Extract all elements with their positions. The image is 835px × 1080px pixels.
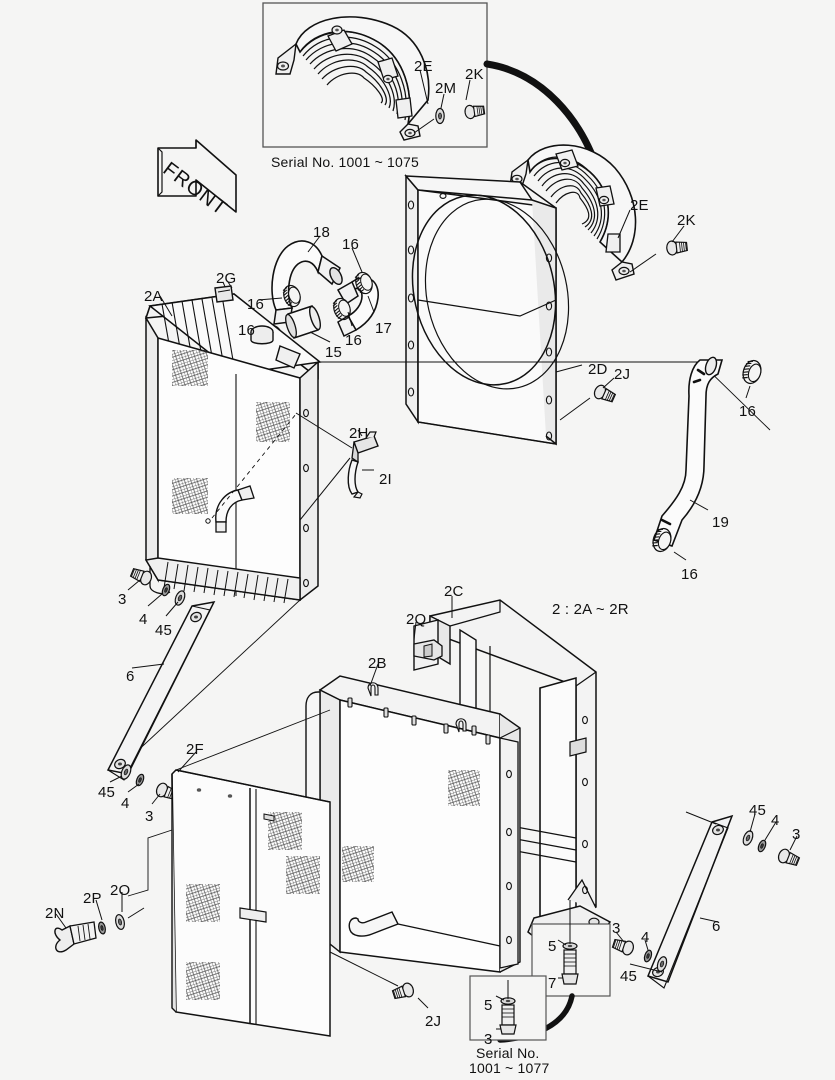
inset-washer-2M xyxy=(435,107,445,125)
callout-2J-bottom: 2J xyxy=(425,1013,442,1030)
callout-16-f: 16 xyxy=(681,566,699,583)
callout-16-a: 16 xyxy=(342,236,360,253)
callout-45-left-top: 45 xyxy=(155,622,173,639)
callout-5-inset-left: 5 xyxy=(484,997,493,1014)
inset-box-top xyxy=(262,2,488,148)
screen-2F xyxy=(127,709,331,1037)
callout-3-inset-left: 3 xyxy=(484,1031,493,1048)
front-arrow xyxy=(157,139,237,213)
callout-2P: 2P xyxy=(83,890,102,907)
inset-box-bottom-left xyxy=(469,975,547,1041)
callout-2C: 2C xyxy=(444,583,464,600)
callout-2Q: 2Q xyxy=(406,611,427,628)
callout-2D: 2D xyxy=(588,361,608,378)
callout-4-base: 4 xyxy=(641,929,650,946)
callout-2I: 2I xyxy=(379,471,392,488)
callout-45-left-bot: 45 xyxy=(98,784,116,801)
callout-3-left-top: 3 xyxy=(118,591,127,608)
serial-caption-bottom-line2: 1001 ~ 1077 xyxy=(469,1060,550,1076)
callout-2G: 2G xyxy=(216,270,237,287)
callout-2O: 2O xyxy=(110,882,131,899)
callout-16-d: 16 xyxy=(345,332,363,349)
callout-2B: 2B xyxy=(368,655,387,672)
callout-2K-right: 2K xyxy=(677,212,696,229)
callout-45-base: 45 xyxy=(620,968,638,985)
callout-5-inset-right: 5 xyxy=(548,938,557,955)
callout-18: 18 xyxy=(313,224,331,241)
callout-45-right-top: 45 xyxy=(749,802,767,819)
serial-caption-top: Serial No. 1001 ~ 1075 xyxy=(271,154,420,170)
callout-16-c: 16 xyxy=(238,322,256,339)
callout-2M-inset: 2M xyxy=(435,80,457,97)
callout-3-right-top: 3 xyxy=(792,826,801,843)
left-stay-6 xyxy=(106,565,216,805)
callout-17: 17 xyxy=(375,320,393,337)
callout-2N: 2N xyxy=(45,905,65,922)
callout-16-e: 16 xyxy=(739,403,757,420)
fan-guard-inset-drawing xyxy=(275,16,430,141)
callout-2H: 2H xyxy=(349,425,369,442)
latch-2Q xyxy=(413,619,443,671)
knob-assembly xyxy=(54,892,145,953)
callout-19: 19 xyxy=(712,514,730,531)
callout-4-left-bot: 4 xyxy=(121,795,130,812)
right-stay-6 xyxy=(610,811,802,989)
callout-2F: 2F xyxy=(186,741,204,758)
radiator-2A xyxy=(131,281,771,757)
callout-3-left-bot: 3 xyxy=(145,808,154,825)
hose-19 xyxy=(649,356,765,561)
callout-7-inset-right: 7 xyxy=(548,975,557,992)
callout-4-right-top: 4 xyxy=(771,812,780,829)
callout-2J-shroud: 2J xyxy=(614,366,631,383)
serial-caption-bottom-line1: Serial No. xyxy=(476,1045,540,1061)
hose-group-upper xyxy=(222,235,379,350)
bracket-2H xyxy=(351,431,379,464)
core-2B xyxy=(305,663,521,1009)
callout-15: 15 xyxy=(325,344,343,361)
callout-4-left-top: 4 xyxy=(139,611,148,628)
fan-guard-right xyxy=(509,144,689,281)
callout-2K-inset: 2K xyxy=(465,66,484,83)
callout-6-left: 6 xyxy=(126,668,135,685)
callout-2A: 2A xyxy=(144,288,163,305)
fan-shroud-2D xyxy=(404,173,618,446)
callout-3-base: 3 xyxy=(612,920,621,937)
callout-2E-right: 2E xyxy=(630,197,649,214)
callout-6-right: 6 xyxy=(712,918,721,935)
callout-2E-inset: 2E xyxy=(414,58,433,75)
callout-16-b: 16 xyxy=(247,296,265,313)
group-note: 2 : 2A ~ 2R xyxy=(552,601,629,618)
